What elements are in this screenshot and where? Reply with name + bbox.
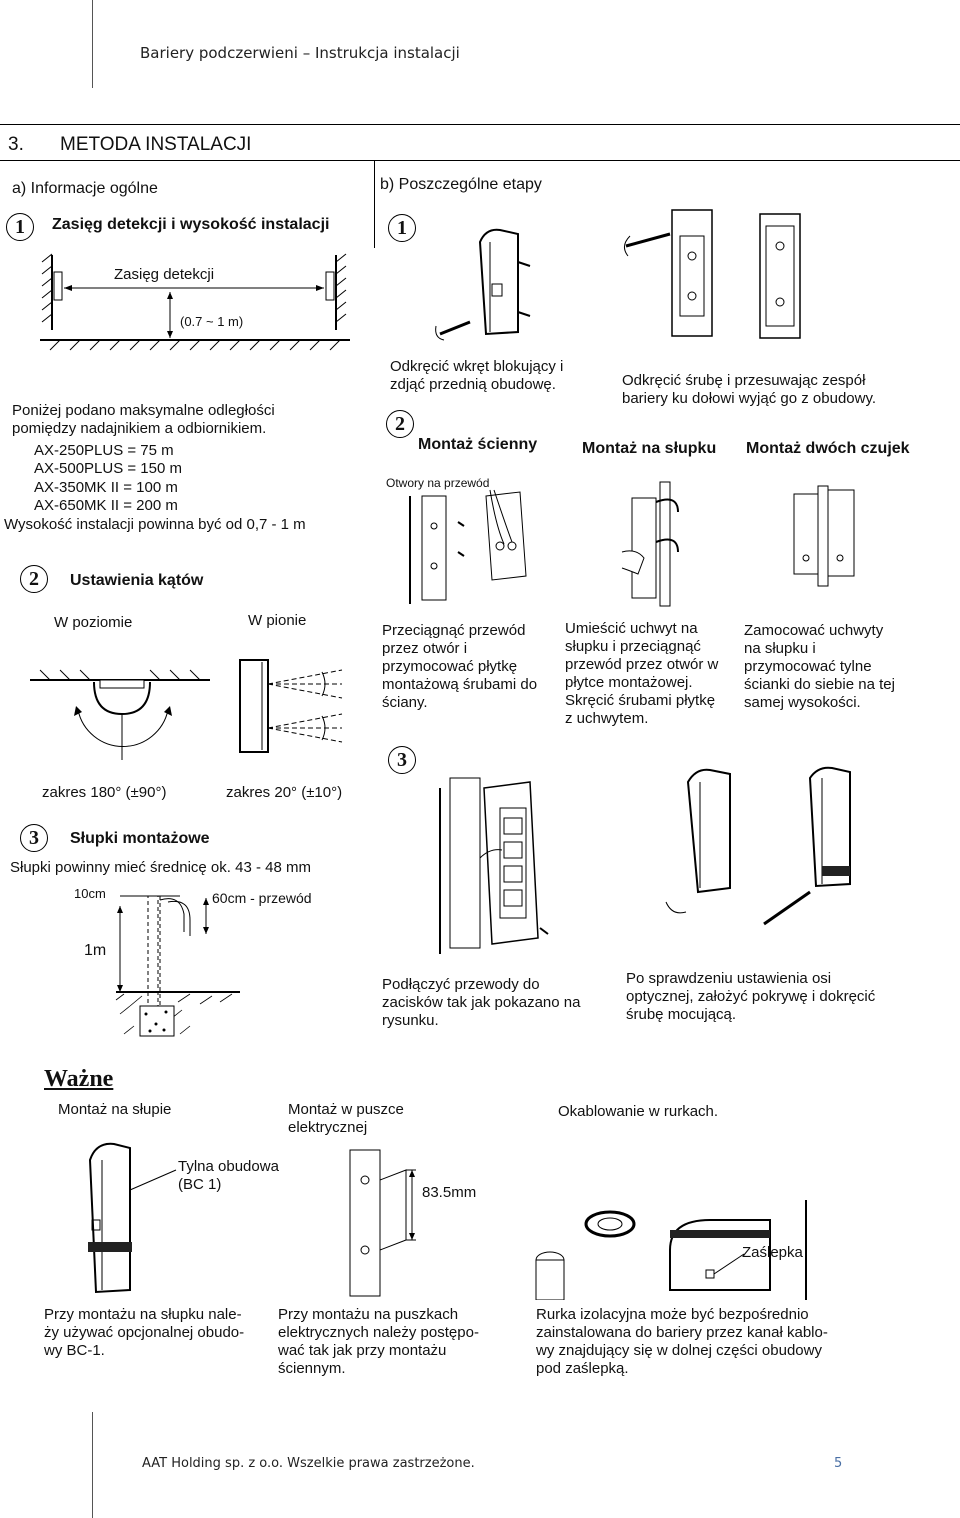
column-divider <box>374 160 375 248</box>
step3-number-left: 3 <box>20 824 48 852</box>
page-number: 5 <box>834 1456 843 1471</box>
section-rule-top <box>0 124 960 125</box>
horizontal-angle-diagram <box>30 669 210 760</box>
dim-60cm: 60cm - przewód <box>212 890 312 906</box>
step2-number-right: 2 <box>386 410 414 438</box>
post-diameter-note: Słupki powinny mieć średnicę ok. 43 - 48… <box>10 859 311 876</box>
conduit-illustration <box>535 1200 807 1300</box>
box-mount-note: Przy montażu na puszkach elektrycznych n… <box>278 1306 479 1377</box>
pole-mount-note: Przy montażu na słupku nale- ży używać o… <box>44 1306 245 1359</box>
important-title: Ważne <box>44 1066 114 1092</box>
unscrew-cover-illustration <box>435 228 531 341</box>
installation-height-label: (0.7 ~ 1 m) <box>180 314 244 329</box>
wall-mount-title: Montaż ścienny <box>418 436 538 453</box>
dual-mount-title: Montaż dwóch czujek <box>746 440 910 457</box>
dual-mount-illustration <box>793 485 855 587</box>
step2-number-left: 2 <box>20 565 48 593</box>
model-range-4: AX-650MK II = 200 m <box>34 497 178 514</box>
dim-10cm: 10cm <box>74 886 106 901</box>
step1-title-left: Zasięg detekcji i wysokość instalacji <box>52 216 330 233</box>
installation-height-note: Wysokość instalacji powinna być od 0,7 -… <box>4 516 306 533</box>
box-mount-label: Montaż w puszce elektrycznej <box>288 1101 404 1136</box>
step3-title-left: Słupki montażowe <box>70 830 210 847</box>
wiring-illustration <box>439 777 549 954</box>
pole-mount-label: Montaż na słupie <box>58 1101 172 1118</box>
wall-mount-illustration <box>409 489 527 604</box>
pole-mount-illustration <box>621 481 679 607</box>
model-range-3: AX-350MK II = 100 m <box>34 479 178 496</box>
vertical-label: W pionie <box>248 612 307 629</box>
model-range-1: AX-250PLUS = 75 m <box>34 442 174 459</box>
pole-cover-illustration <box>88 1142 177 1294</box>
post-installation-diagram <box>115 895 240 1037</box>
model-range-2: AX-500PLUS = 150 m <box>34 460 183 477</box>
heading-steps: b) Poszczególne etapy <box>380 176 542 193</box>
horizontal-label: W poziomie <box>54 614 133 631</box>
step1-number-left: 1 <box>6 213 34 241</box>
wiring-text: Podłączyć przewody do zacisków tak jak p… <box>382 976 581 1029</box>
plug-label: Zaślepka <box>742 1244 803 1261</box>
detection-range-label: Zasięg detekcji <box>114 266 215 283</box>
vertical-range: zakres 20° (±10°) <box>226 784 343 801</box>
detection-range-diagram <box>40 253 350 351</box>
page-header-title: Bariery podczerwieni – Instrukcja instal… <box>140 44 460 62</box>
wall-mount-text: Przeciągnąć przewód przez otwór i przymo… <box>382 622 538 711</box>
section-number: 3. <box>8 134 24 155</box>
step2-title-left: Ustawienia kątów <box>70 572 204 589</box>
section-rule-bottom <box>0 160 960 161</box>
pole-mount-title: Montaż na słupku <box>582 440 717 457</box>
slide-module-illustration <box>624 209 801 339</box>
cable-holes-label: Otwory na przewód <box>386 476 490 490</box>
step1-number-right: 1 <box>388 214 416 242</box>
range-info-text: Poniżej podano maksymalne odległości pom… <box>12 402 275 437</box>
step3-number-right: 3 <box>388 746 416 774</box>
conduit-label: Okablowanie w rurkach. <box>558 1103 719 1120</box>
dim-1m: 1m <box>84 942 107 959</box>
header-divider <box>92 0 93 88</box>
cover-install-text: Po sprawdzeniu ustawienia osi optycznej,… <box>626 970 876 1023</box>
dual-mount-text: Zamocować uchwyty na słupku i przymocowa… <box>744 622 895 711</box>
footer-copyright: AAT Holding sp. z o.o. Wszelkie prawa za… <box>142 1456 475 1471</box>
pole-mount-text: Umieścić uchwyt na słupku i przeciągnąć … <box>565 620 719 727</box>
footer-divider <box>92 1412 93 1518</box>
electrical-box-illustration <box>349 1149 416 1297</box>
dim-83-5mm: 83.5mm <box>422 1184 477 1201</box>
conduit-note: Rurka izolacyjna może być bezpośrednio z… <box>536 1306 828 1377</box>
cover-install-illustration <box>665 766 851 926</box>
slide-module-text: Odkręcić śrubę i przesuwając zespół bari… <box>622 372 877 407</box>
vertical-angle-diagram <box>239 659 343 753</box>
heading-general-info: a) Informacje ogólne <box>12 180 158 197</box>
unscrew-cover-text: Odkręcić wkręt blokujący i zdjąć przedni… <box>390 358 564 393</box>
back-cover-label: Tylna obudowa (BC 1) <box>178 1158 279 1193</box>
section-title: METODA INSTALACJI <box>60 134 252 155</box>
horizontal-range: zakres 180° (±90°) <box>42 784 167 801</box>
